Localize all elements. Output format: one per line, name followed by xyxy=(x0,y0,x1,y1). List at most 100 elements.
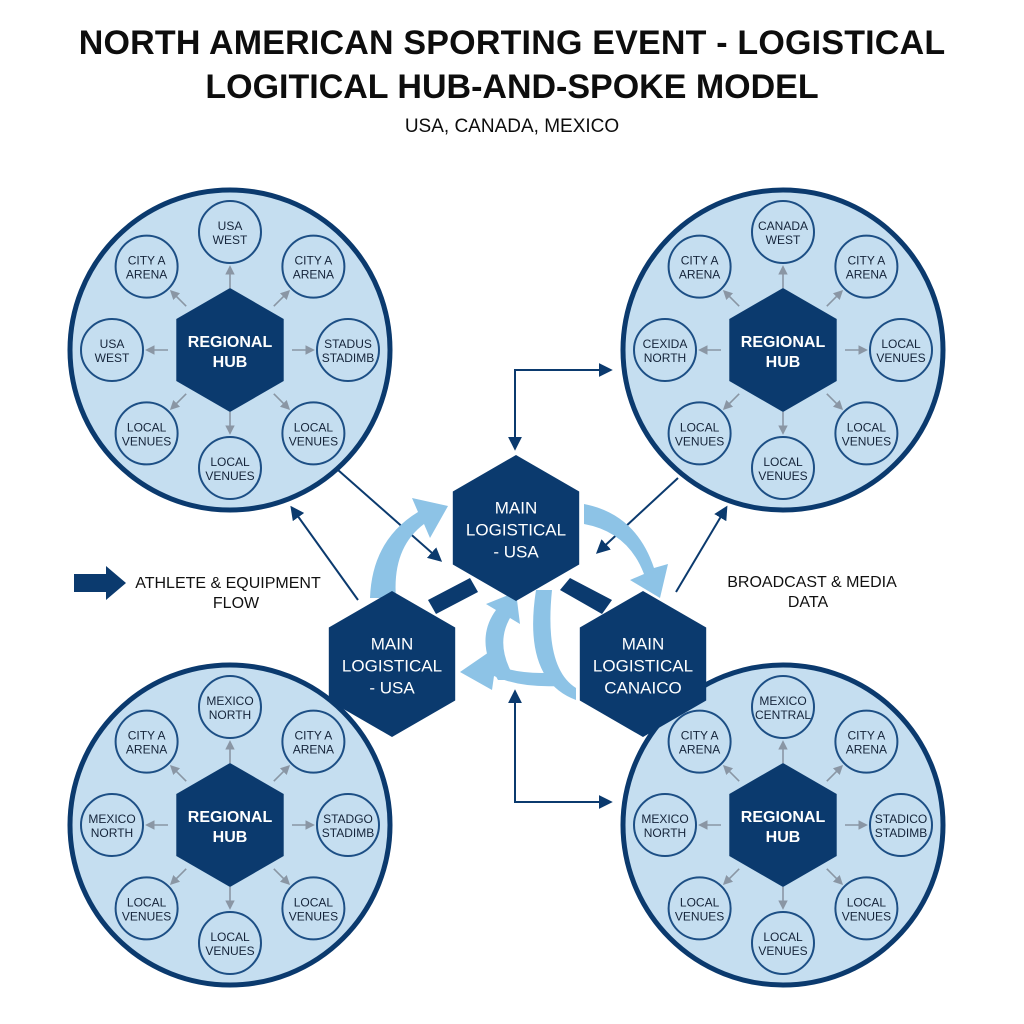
venue-node-circle xyxy=(198,200,262,264)
venue-node-circle xyxy=(198,436,262,500)
venue-node-label-line-1: STADICO xyxy=(875,812,927,826)
venue-node-circle xyxy=(834,234,899,299)
flow-arrow-left-top xyxy=(370,498,448,598)
venue-node-label-line-1: LOCAL xyxy=(127,420,167,434)
venue-node-label-line-2: VENUES xyxy=(289,434,338,448)
venue-node-label-line-1: LOCAL xyxy=(763,930,803,944)
venue-node-label-line-1: CEXIDA xyxy=(643,337,688,351)
venue-node-label-line-1: CANADA xyxy=(758,219,808,233)
venue-node-label-line-1: LOCAL xyxy=(763,455,803,469)
venue-node-label-line-1: STADUS xyxy=(324,337,372,351)
diagram-subtitle: USA, CANADA, MEXICO xyxy=(404,116,620,137)
venue-node-label-line-1: LOCAL xyxy=(680,420,720,434)
venue-node-label-line-2: ARENA xyxy=(126,743,167,757)
venue-node-label-line-2: VENUES xyxy=(675,909,724,923)
venue-node-circle xyxy=(751,911,815,975)
venue-node-circle xyxy=(114,876,179,941)
regional-hub-label-line-2: HUB xyxy=(766,829,801,846)
venue-node-label-line-1: MEXICO xyxy=(88,812,135,826)
venue-node-circle xyxy=(667,401,732,466)
spoke-arrow xyxy=(169,393,187,411)
diagram-title-line-1: NORTH AMERICAN SPORTING EVENT - LOGISTIC… xyxy=(78,24,946,62)
venue-node-label-line-2: ARENA xyxy=(846,268,887,282)
venue-node-label-line-2: STADIMB xyxy=(875,826,927,840)
venue-node-circle xyxy=(633,793,697,857)
diagram-title-line-2: LOGITICAL HUB-AND-SPOKE MODEL xyxy=(205,68,819,106)
venue-node-label-line-2: CENTRAL xyxy=(755,708,811,722)
venue-node-label-line-2: WEST xyxy=(766,233,801,247)
venue-node-circle xyxy=(316,318,380,382)
venue-node-circle xyxy=(114,401,179,466)
venue-node-label-line-1: CITY A xyxy=(848,729,886,743)
venue-node-label-line-1: LOCAL xyxy=(847,895,887,909)
spoke-arrow xyxy=(826,868,844,886)
venue-node-circle xyxy=(80,793,144,857)
spoke-arrow xyxy=(826,289,844,307)
venue-node-label-line-1: MEXICO xyxy=(206,694,253,708)
venue-node-label-line-1: CITY A xyxy=(128,729,166,743)
regional-hub-hexagon xyxy=(176,288,284,412)
venue-node-label-line-2: WEST xyxy=(95,351,130,365)
venue-node-label-line-2: ARENA xyxy=(679,268,720,282)
main-link-right xyxy=(560,578,612,614)
venue-node-circle xyxy=(80,318,144,382)
main-hub-label-line-1: MAIN xyxy=(622,635,665,654)
regional-hub-label-line-2: HUB xyxy=(766,354,801,371)
venue-node-circle xyxy=(834,709,899,774)
spoke-arrow xyxy=(826,393,844,411)
venue-node-label-line-1: LOCAL xyxy=(847,420,887,434)
venue-node-label-line-2: VENUES xyxy=(758,944,807,958)
venue-node-circle xyxy=(198,675,262,739)
venue-node-label-line-1: CITY A xyxy=(848,254,886,268)
spoke-arrow xyxy=(169,764,187,782)
venue-node-label-line-2: NORTH xyxy=(91,826,133,840)
venue-node-label-line-1: CITY A xyxy=(681,254,719,268)
venue-node-label-line-2: VENUES xyxy=(122,909,171,923)
venue-node-label-line-1: CITY A xyxy=(681,729,719,743)
spoke-arrow xyxy=(273,764,291,782)
venue-node-label-line-2: VENUES xyxy=(205,944,254,958)
venue-node-label-line-2: VENUES xyxy=(122,434,171,448)
spoke-arrow xyxy=(722,393,740,411)
legend-broadcast-line-2: DATA xyxy=(788,594,829,611)
regional-hub-hexagon xyxy=(729,288,837,412)
flow-arrow-right-top xyxy=(584,504,668,598)
venue-node-label-line-1: LOCAL xyxy=(294,420,334,434)
venue-node-label-line-2: VENUES xyxy=(289,909,338,923)
spoke-arrow xyxy=(722,289,740,307)
venue-node-label-line-1: CITY A xyxy=(128,254,166,268)
flow-arrow-center xyxy=(485,592,520,680)
venue-node-label-line-1: MEXICO xyxy=(759,694,806,708)
venue-node-label-line-2: STADIMB xyxy=(322,826,374,840)
venue-node-label-line-2: WEST xyxy=(213,233,248,247)
venue-node-label-line-1: LOCAL xyxy=(881,337,921,351)
main-hub-hexagon xyxy=(579,591,707,737)
legend-broadcast-line-1: BROADCAST & MEDIA xyxy=(727,574,897,591)
venue-node-label-line-2: ARENA xyxy=(293,268,334,282)
regional-hub-label-line-1: REGIONAL xyxy=(188,809,273,826)
